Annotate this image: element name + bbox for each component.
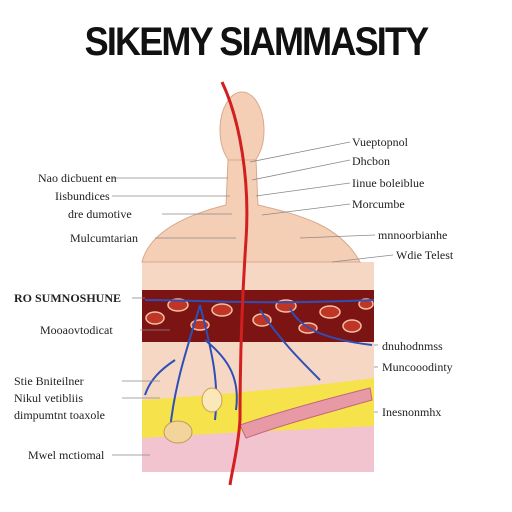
label-left-7: Stie Bniteilner	[14, 374, 84, 388]
label-right-5: mnnoorbianhe	[378, 228, 448, 242]
human-figure	[141, 91, 361, 263]
label-left-10: Mwel mctiomal	[28, 448, 105, 462]
label-right-3: Iinue boleiblue	[352, 176, 425, 190]
label-left-9: dimpumtnt toaxole	[14, 408, 105, 422]
label-right-9: Inesnonmhx	[382, 405, 442, 419]
label-left-1: Nao dicbuent en	[38, 171, 117, 185]
blood-cells	[145, 298, 374, 334]
diagram-title: SIKEMY SIAMMASITY	[84, 20, 430, 64]
fat-cell	[163, 420, 193, 444]
main-artery	[220, 81, 249, 486]
label-right-1: Vueptopnol	[352, 135, 408, 149]
label-left-4: Mulcumtarian	[70, 231, 138, 245]
label-right-4: Morcumbe	[352, 197, 405, 211]
label-right-8: Muncooodinty	[382, 360, 453, 374]
label-left-3: dre dumotive	[68, 207, 132, 221]
label-left-8: Nikul vetibliis	[14, 391, 83, 405]
label-left-6: Mooaovtodicat	[40, 323, 113, 337]
label-left-5: RO SUMNOSHUNE	[14, 291, 122, 305]
follicle	[201, 387, 223, 413]
label-right-6: Wdie Telest	[396, 248, 454, 262]
leader-lines	[112, 141, 394, 456]
muscle-strip	[239, 387, 373, 439]
deep-tissue-layer	[142, 426, 374, 472]
label-right-7: dnuhodnmss	[382, 339, 443, 353]
label-right-2: Dhcbon	[352, 154, 390, 168]
label-left-2: Iisbundices	[55, 189, 110, 203]
